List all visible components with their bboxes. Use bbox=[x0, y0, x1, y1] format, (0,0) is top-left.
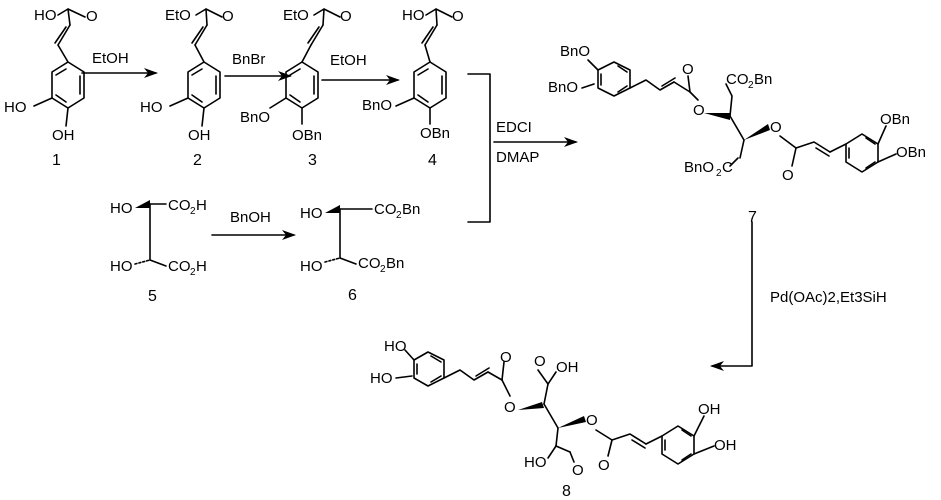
compound-label-3: 3 bbox=[308, 152, 317, 169]
bracket bbox=[467, 73, 491, 223]
reagent-step-6: Pd(OAc)2,Et3SiH bbox=[770, 289, 887, 306]
reagent-step-4: BnOH bbox=[230, 209, 271, 226]
arrow-step-4: BnOH bbox=[211, 209, 296, 240]
svg-text:HO: HO bbox=[300, 205, 323, 222]
compound-label-2: 2 bbox=[193, 152, 202, 169]
svg-text:2: 2 bbox=[190, 206, 196, 217]
svg-text:CO: CO bbox=[168, 197, 191, 214]
svg-text:OBn: OBn bbox=[880, 111, 910, 128]
svg-text:O: O bbox=[586, 412, 598, 429]
svg-text:BnO: BnO bbox=[548, 79, 578, 96]
svg-text:HO: HO bbox=[140, 99, 163, 116]
svg-text:HO: HO bbox=[370, 370, 393, 387]
svg-text:HO: HO bbox=[4, 99, 27, 116]
compound-label-4: 4 bbox=[428, 152, 437, 169]
svg-text:HO: HO bbox=[300, 258, 323, 275]
svg-text:O: O bbox=[682, 61, 694, 78]
svg-text:O: O bbox=[598, 457, 610, 474]
svg-text:HO: HO bbox=[402, 7, 425, 24]
svg-text:OBn: OBn bbox=[292, 127, 322, 144]
arrow-step-1: EtOH bbox=[81, 50, 158, 78]
compound-5: HO CO 2 H HO CO 2 H 5 bbox=[110, 197, 207, 305]
svg-text:2: 2 bbox=[190, 267, 196, 278]
svg-text:2: 2 bbox=[396, 210, 402, 221]
svg-text:H: H bbox=[196, 197, 207, 214]
compound-4: HO O BnO OBn 4 bbox=[362, 7, 464, 169]
svg-text:EtO: EtO bbox=[283, 7, 309, 24]
svg-text:CO: CO bbox=[726, 71, 749, 88]
svg-text:O: O bbox=[222, 8, 234, 25]
svg-text:O: O bbox=[534, 353, 546, 370]
svg-text:H: H bbox=[196, 258, 207, 275]
compound-3: EtO O BnO OBn 3 bbox=[240, 7, 352, 169]
reagent-step-5b: DMAP bbox=[496, 149, 539, 166]
svg-text:BnO: BnO bbox=[684, 159, 714, 176]
compound-label-7: 7 bbox=[748, 209, 757, 226]
arrow-step-5: EDCI DMAP bbox=[493, 119, 578, 166]
svg-text:OH: OH bbox=[556, 359, 579, 376]
svg-text:BnO: BnO bbox=[560, 43, 590, 60]
compound-2: EtO O HO OH 2 bbox=[140, 7, 234, 169]
compound-7: BnO BnO O O CO 2 Bn O BnO 2 C O OBn bbox=[548, 43, 926, 226]
svg-text:HO: HO bbox=[34, 7, 57, 24]
svg-text:O: O bbox=[782, 167, 794, 184]
reagent-step-1: EtOH bbox=[92, 50, 129, 67]
svg-text:OH: OH bbox=[52, 127, 75, 144]
arrow-step-3: EtOH bbox=[321, 52, 400, 85]
svg-text:BnO: BnO bbox=[362, 97, 392, 114]
compound-label-6: 6 bbox=[348, 287, 357, 304]
svg-text:HO: HO bbox=[524, 454, 547, 471]
svg-text:OBn: OBn bbox=[896, 144, 926, 161]
svg-text:O: O bbox=[572, 462, 584, 479]
arrow-step-6: Pd(OAc)2,Et3SiH bbox=[710, 221, 887, 371]
svg-text:CO: CO bbox=[374, 201, 397, 218]
svg-text:2: 2 bbox=[716, 168, 722, 179]
svg-text:O: O bbox=[693, 102, 705, 119]
svg-text:Bn: Bn bbox=[754, 71, 772, 88]
compound-6: HO CO 2 Bn HO CO 2 Bn 6 bbox=[300, 201, 420, 304]
reagent-step-3: EtOH bbox=[330, 52, 367, 69]
svg-text:HO: HO bbox=[384, 338, 407, 355]
arrow-step-2: BnBr bbox=[224, 51, 292, 81]
compound-1: HO O HO OH 1 bbox=[4, 7, 98, 169]
reagent-step-5a: EDCI bbox=[496, 119, 532, 136]
compound-8: HO HO O O OH O O HO O O OH bbox=[370, 338, 737, 500]
svg-text:OH: OH bbox=[714, 437, 737, 454]
reagent-step-2: BnBr bbox=[232, 51, 265, 68]
compound-label-8: 8 bbox=[562, 483, 571, 500]
compound-label-1: 1 bbox=[52, 152, 61, 169]
svg-text:HO: HO bbox=[110, 200, 133, 217]
svg-text:O: O bbox=[770, 119, 782, 136]
svg-text:O: O bbox=[452, 8, 464, 25]
svg-text:CO: CO bbox=[168, 258, 191, 275]
svg-text:OBn: OBn bbox=[420, 125, 450, 142]
svg-text:C: C bbox=[722, 159, 733, 176]
svg-text:OH: OH bbox=[188, 127, 211, 144]
svg-text:2: 2 bbox=[748, 80, 754, 91]
svg-text:Bn: Bn bbox=[402, 201, 420, 218]
svg-text:EtO: EtO bbox=[165, 7, 191, 24]
svg-text:O: O bbox=[500, 349, 512, 366]
svg-text:O: O bbox=[86, 8, 98, 25]
svg-text:BnO: BnO bbox=[240, 109, 270, 126]
compound-label-5: 5 bbox=[148, 288, 157, 305]
svg-text:O: O bbox=[504, 399, 516, 416]
svg-text:Bn: Bn bbox=[386, 255, 404, 272]
svg-text:2: 2 bbox=[380, 264, 386, 275]
svg-text:HO: HO bbox=[110, 258, 133, 275]
svg-text:OH: OH bbox=[698, 401, 721, 418]
svg-text:CO: CO bbox=[358, 255, 381, 272]
svg-text:O: O bbox=[340, 8, 352, 25]
